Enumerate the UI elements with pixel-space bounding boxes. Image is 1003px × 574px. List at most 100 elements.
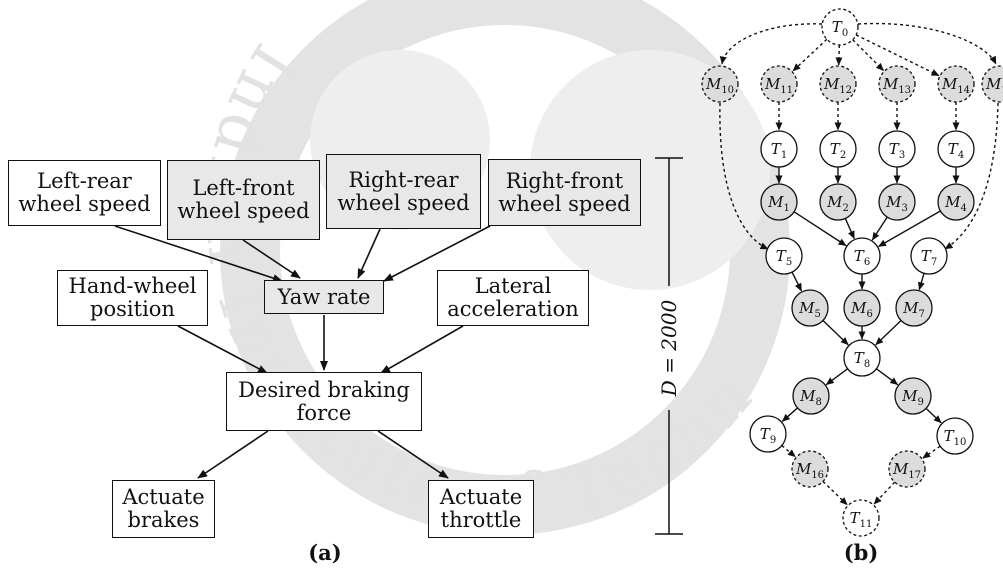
edge-T7-M7 [917,273,925,291]
node-T0-circle [821,8,859,46]
edge-hand-wheel-to-desired [177,325,268,374]
edge-left-front-to-yaw [242,239,301,279]
box-left-rear-wheel-speed: Left-rear wheel speed [8,160,161,226]
node-M11: M11 [760,65,798,103]
node-M16-label: M16 [795,460,824,481]
node-M5: M5 [791,289,829,327]
edge-M9-T10 [925,407,942,424]
node-M8: M8 [792,377,830,415]
edge-M3-T6 [871,216,888,241]
node-M17-circle [888,450,926,488]
edge-M5-T8 [822,319,849,346]
edge-T9-M16 [781,444,796,458]
node-M6: M6 [843,289,881,327]
caption-b: (b) [843,540,879,565]
node-M10-label: M10 [705,75,734,96]
node-M5-circle [791,289,829,327]
node-M7-circle [895,289,933,327]
node-T4: T4 [937,130,975,168]
box-lateral-acceleration: Lateral acceleration [437,270,589,326]
node-M12-label: M12 [823,75,852,96]
edge-desired-to-brakes [197,430,269,479]
edge-T10-M17 [922,445,941,459]
node-M9-label: M9 [901,387,924,408]
node-M3-label: M3 [885,193,908,214]
node-T8-circle [843,339,881,377]
node-M12: M12 [819,65,857,103]
dimension-label: D = 2000 [657,300,681,398]
edge-lateral-to-desired [380,325,464,374]
node-M9: M9 [894,377,932,415]
node-M8-label: M8 [799,387,822,408]
node-T11-circle [842,499,880,537]
node-M5-label: M5 [798,299,821,320]
node-T4-label: T4 [948,140,964,161]
node-T3-circle [878,130,916,168]
node-M15: M15 [981,65,1003,103]
node-T10-circle [936,417,974,455]
edge-T8-M9 [876,368,899,386]
node-M15-circle [981,65,1003,103]
node-T10: T10 [936,417,974,455]
node-M8-circle [792,377,830,415]
node-M17-label: M17 [892,460,921,481]
edge-T8-M8 [825,368,848,386]
node-T6: T6 [843,237,881,275]
edge-M10-T5 [719,102,769,250]
edge-M7-T8 [875,319,902,346]
node-T3: T3 [878,130,916,168]
node-T9-label: T9 [760,425,776,446]
node-T1-circle [760,130,798,168]
box-hand-wheel-position: Hand-wheel position [57,270,208,326]
node-T5: T5 [765,237,803,275]
node-T3-label: T3 [889,140,905,161]
node-T6-circle [843,237,881,275]
node-M11-label: M11 [764,75,793,96]
node-T4-circle [937,130,975,168]
node-M15-label: M15 [985,75,1003,96]
node-M9-circle [894,377,932,415]
box-right-rear-wheel-speed: Right-rear wheel speed [326,154,481,229]
node-M4-circle [937,183,975,221]
node-M14-circle [937,65,975,103]
edge-T0-M15 [857,22,997,65]
edge-M17-T11 [873,481,896,505]
node-T5-circle [765,237,803,275]
edge-M4-T6 [878,210,941,248]
box-right-front-wheel-speed: Right-front wheel speed [488,159,641,226]
box-yaw-rate: Yaw rate [264,280,384,314]
node-M2-label: M2 [826,193,849,214]
node-T1-label: T1 [771,140,787,161]
edge-T0-M11 [792,38,828,72]
node-M3-circle [878,183,916,221]
node-T11: T11 [842,499,880,537]
node-M10: M10 [701,65,739,103]
box-desired-braking-force: Desired braking force [226,372,422,431]
node-M1-label: M1 [767,193,790,214]
edge-M2-T6 [844,218,855,240]
node-T7-label: T7 [921,247,937,268]
node-M16: M16 [791,450,829,488]
edge-desired-to-throttle [377,430,449,479]
node-M6-circle [843,289,881,327]
node-M14-label: M14 [941,75,970,96]
node-M13-label: M13 [882,75,911,96]
node-T7: T7 [910,237,948,275]
edge-M16-T11 [822,480,848,506]
box-actuate-brakes: Actuate brakes [112,480,215,538]
node-M14: M14 [937,65,975,103]
node-T2-label: T2 [830,140,846,161]
edge-M8-T9 [781,407,798,422]
node-M16-circle [791,450,829,488]
node-M1-circle [760,183,798,221]
node-M3: M3 [878,183,916,221]
node-M7-label: M7 [902,299,925,320]
edge-left-rear-to-yaw [114,225,283,282]
box-left-front-wheel-speed: Left-front wheel speed [167,160,320,240]
node-M4: M4 [937,183,975,221]
edge-T0-M13 [852,39,885,72]
edge-T0-M10 [719,23,823,65]
